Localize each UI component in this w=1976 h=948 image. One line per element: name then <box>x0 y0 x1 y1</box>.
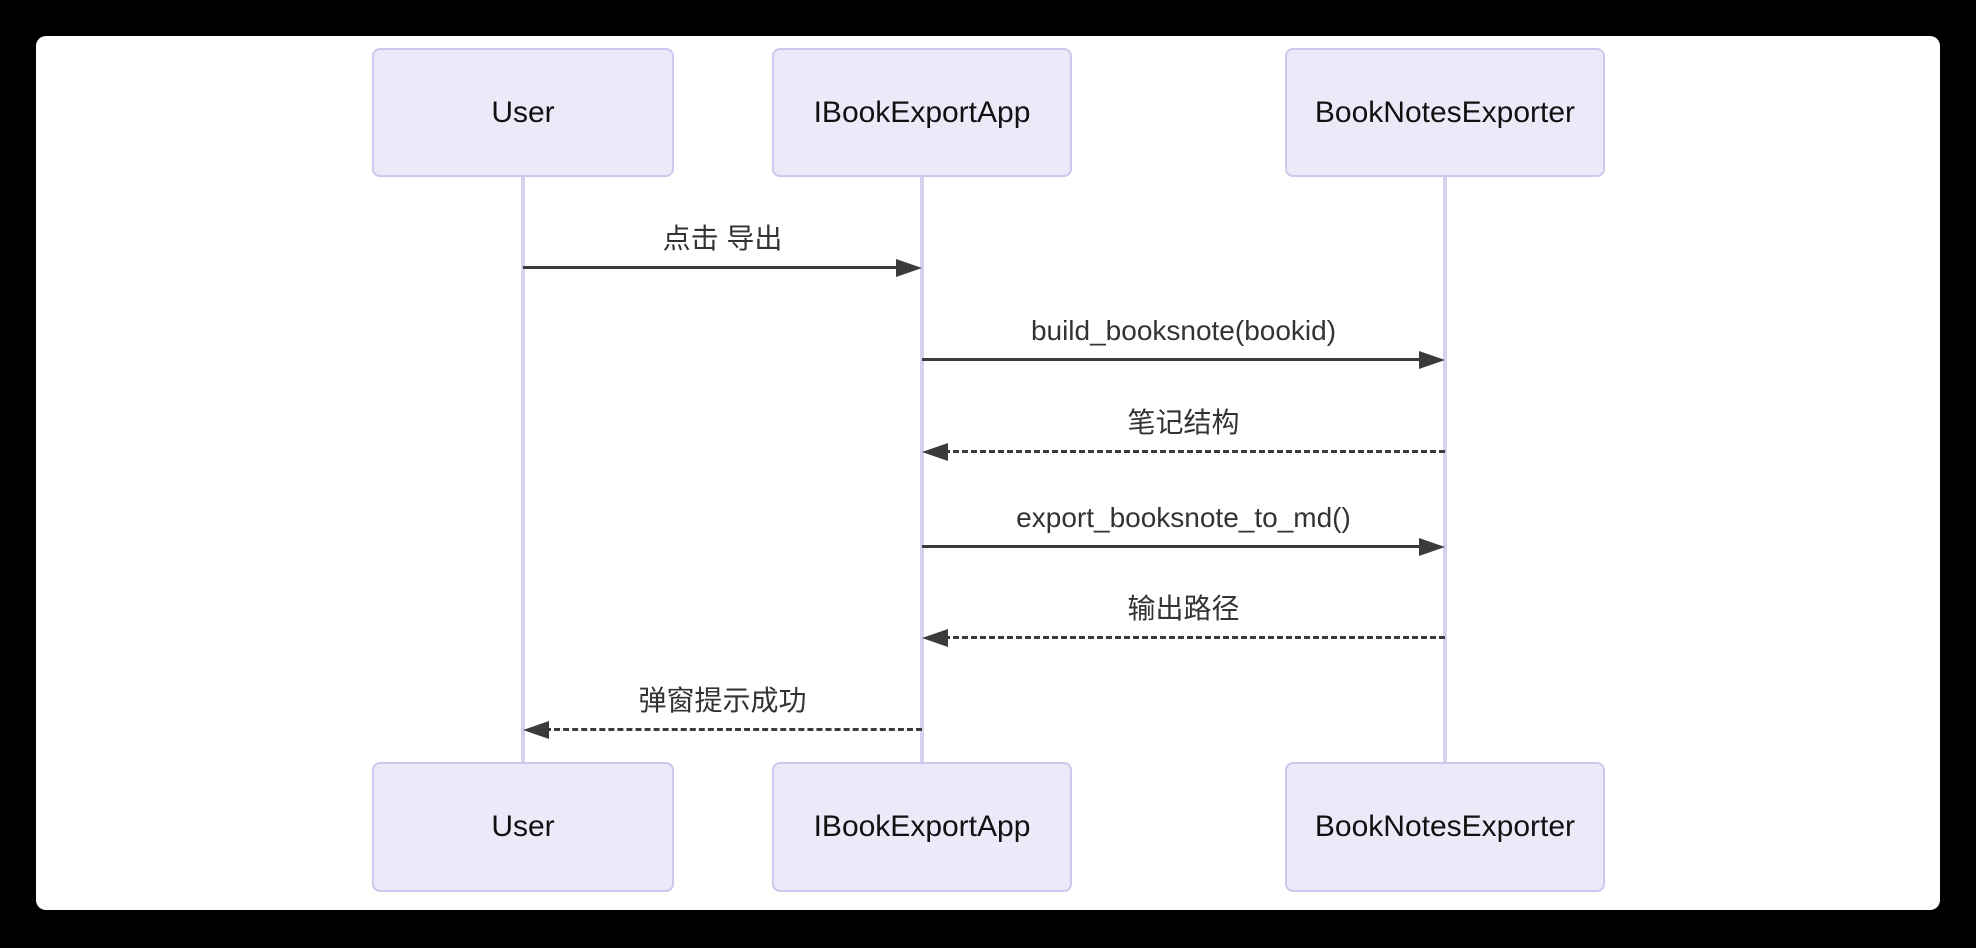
message-line <box>922 545 1423 548</box>
actor-box-app-bottom: IBookExportApp <box>772 762 1072 892</box>
message-label: 点击 导出 <box>662 223 783 254</box>
lifeline-app <box>920 177 924 762</box>
message-label: build_booksnote(bookid) <box>1030 315 1337 346</box>
message-label: 输出路径 <box>1127 593 1240 624</box>
message-label: 弹窗提示成功 <box>638 685 807 716</box>
actor-box-user-top: User <box>372 48 674 177</box>
actor-label-app: IBookExportApp <box>813 95 1031 129</box>
message-line <box>922 358 1423 361</box>
lifeline-exporter <box>1443 177 1447 762</box>
lifeline-user <box>521 177 525 762</box>
message-line <box>523 266 900 269</box>
arrowhead-right-icon <box>1419 538 1445 556</box>
arrowhead-left-icon <box>922 629 948 647</box>
actor-box-exporter-top: BookNotesExporter <box>1285 48 1605 177</box>
arrowhead-left-icon <box>922 443 948 461</box>
diagram-canvas: User IBookExportApp BookNotesExporter 点击… <box>36 36 1940 910</box>
actor-box-user-bottom: User <box>372 762 674 892</box>
actor-label-exporter: BookNotesExporter <box>1314 810 1576 843</box>
actor-label-user: User <box>491 810 555 843</box>
actor-label-app: IBookExportApp <box>813 810 1031 843</box>
actor-box-exporter-bottom: BookNotesExporter <box>1285 762 1605 892</box>
arrowhead-right-icon <box>1419 351 1445 369</box>
message-line <box>545 728 922 731</box>
arrowhead-right-icon <box>896 259 922 277</box>
message-label: export_booksnote_to_md() <box>1016 502 1351 533</box>
message-label: 笔记结构 <box>1127 407 1240 438</box>
arrowhead-left-icon <box>523 721 549 739</box>
actor-box-app-top: IBookExportApp <box>772 48 1072 177</box>
actor-label-exporter: BookNotesExporter <box>1314 95 1576 129</box>
actor-label-user: User <box>491 95 555 129</box>
message-line <box>944 450 1445 453</box>
message-line <box>944 636 1445 639</box>
